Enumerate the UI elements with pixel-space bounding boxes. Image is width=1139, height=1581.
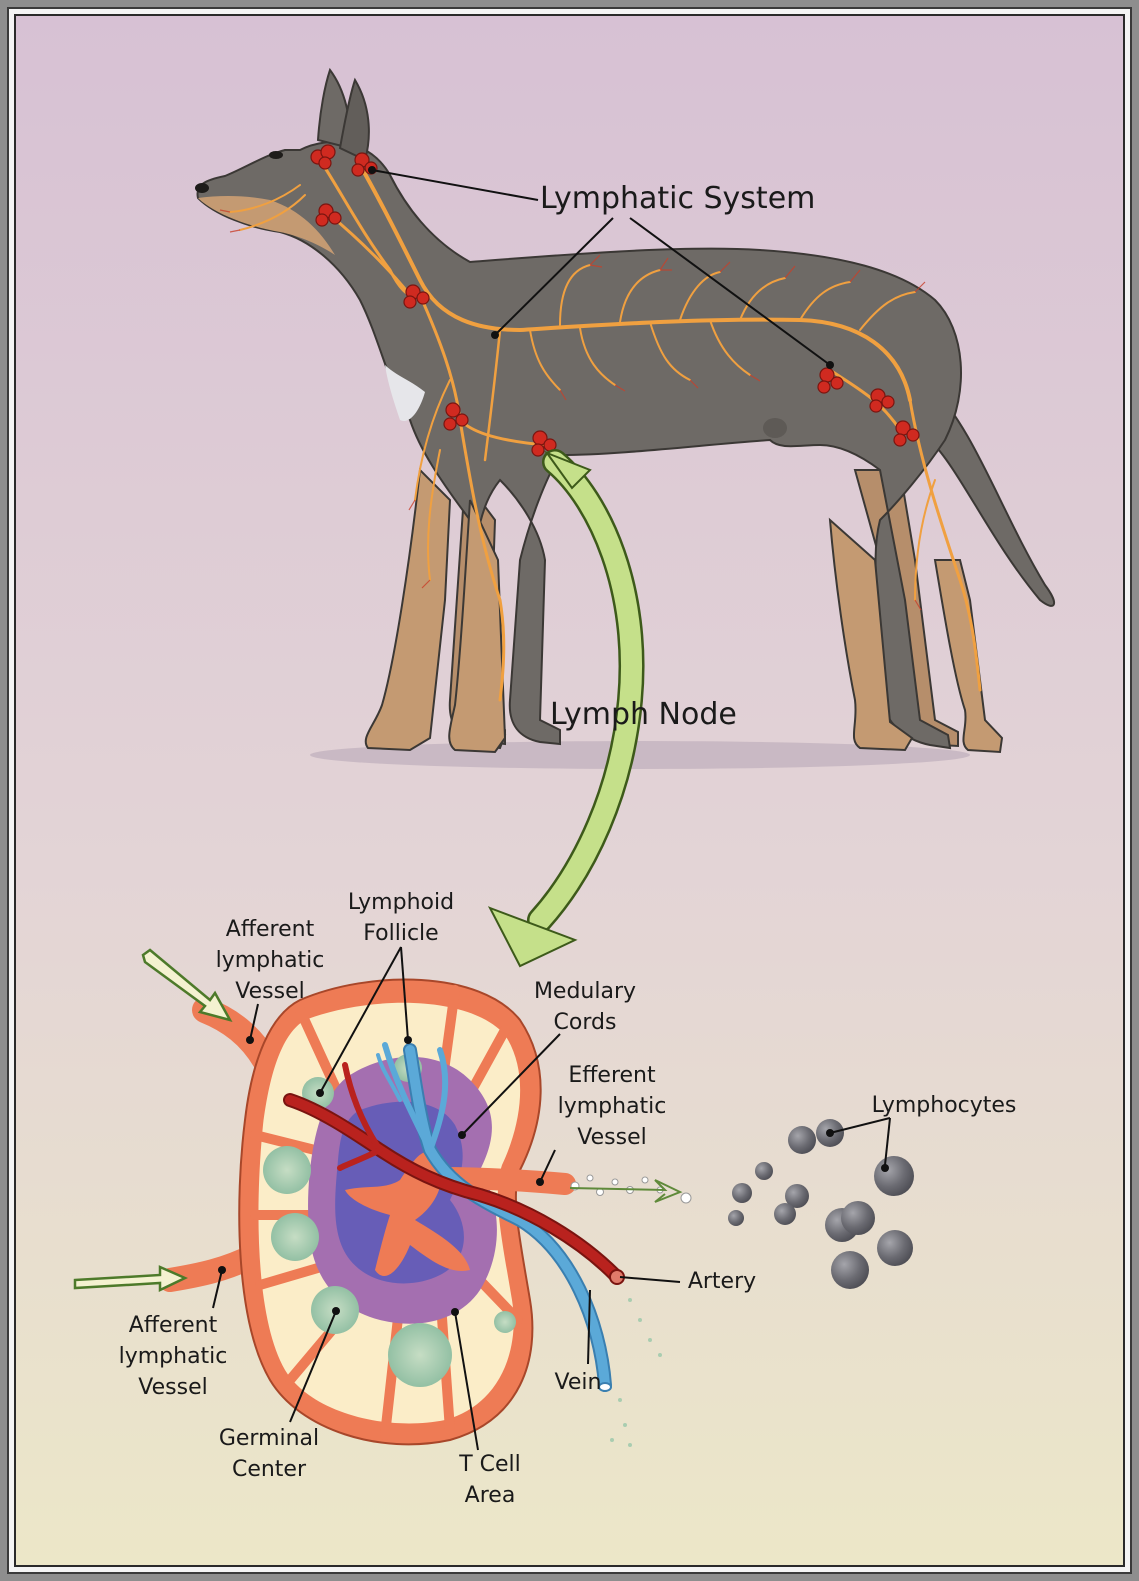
lymph-node-label: Lymph Node: [550, 697, 737, 732]
lymphoid-follicle-label-1: Lymphoid: [348, 890, 454, 915]
lymphatic-system-label: Lymphatic System: [540, 181, 815, 216]
lymphatic-system-callout: Lymphatic System: [368, 166, 834, 369]
vein-label: Vein: [555, 1370, 602, 1395]
lymphocytes-label: Lymphocytes: [872, 1093, 1017, 1118]
afferent-bottom-label-1: Afferent: [129, 1313, 218, 1338]
t-cell-area-label-1: T Cell: [458, 1452, 521, 1477]
afferent-top-label-3: Vessel: [235, 979, 304, 1004]
afferent-top-label-2: lymphatic: [216, 948, 325, 973]
lymphoid-follicle-label-2: Follicle: [363, 921, 438, 946]
node-leader-dots: [218, 1036, 889, 1316]
medulary-cords-label-2: Cords: [554, 1010, 617, 1035]
dog-illustration: [195, 67, 1055, 769]
node-leader-lines: [212, 946, 891, 1451]
artery-label: Artery: [688, 1269, 756, 1294]
follicle: [388, 1323, 452, 1387]
follicle: [271, 1213, 319, 1261]
node-labels: Lymphoid Follicle Afferent lymphatic Ves…: [119, 890, 1017, 1508]
dog-lymph-nodes: [310, 144, 920, 457]
follicle: [494, 1311, 516, 1333]
afferent-bottom-label-2: lymphatic: [119, 1344, 228, 1369]
zoom-arrow: Lymph Node: [487, 449, 737, 968]
medulary-cords-label-1: Medulary: [534, 979, 636, 1004]
efferent-label-1: Efferent: [568, 1063, 656, 1088]
follicle: [263, 1146, 311, 1194]
efferent-label-2: lymphatic: [558, 1094, 667, 1119]
lymph-capillaries: [219, 209, 926, 611]
afferent-bottom-label-3: Vessel: [138, 1375, 207, 1400]
lymph-vessel-network: [229, 158, 982, 702]
afferent-top-label-1: Afferent: [226, 917, 315, 942]
germinal-center-label-2: Center: [232, 1457, 307, 1482]
germinal-center-label-1: Germinal: [219, 1426, 319, 1451]
t-cell-area-label-2: Area: [465, 1483, 516, 1508]
efferent-label-3: Vessel: [577, 1125, 646, 1150]
lymph-node-section: [73, 948, 692, 1447]
